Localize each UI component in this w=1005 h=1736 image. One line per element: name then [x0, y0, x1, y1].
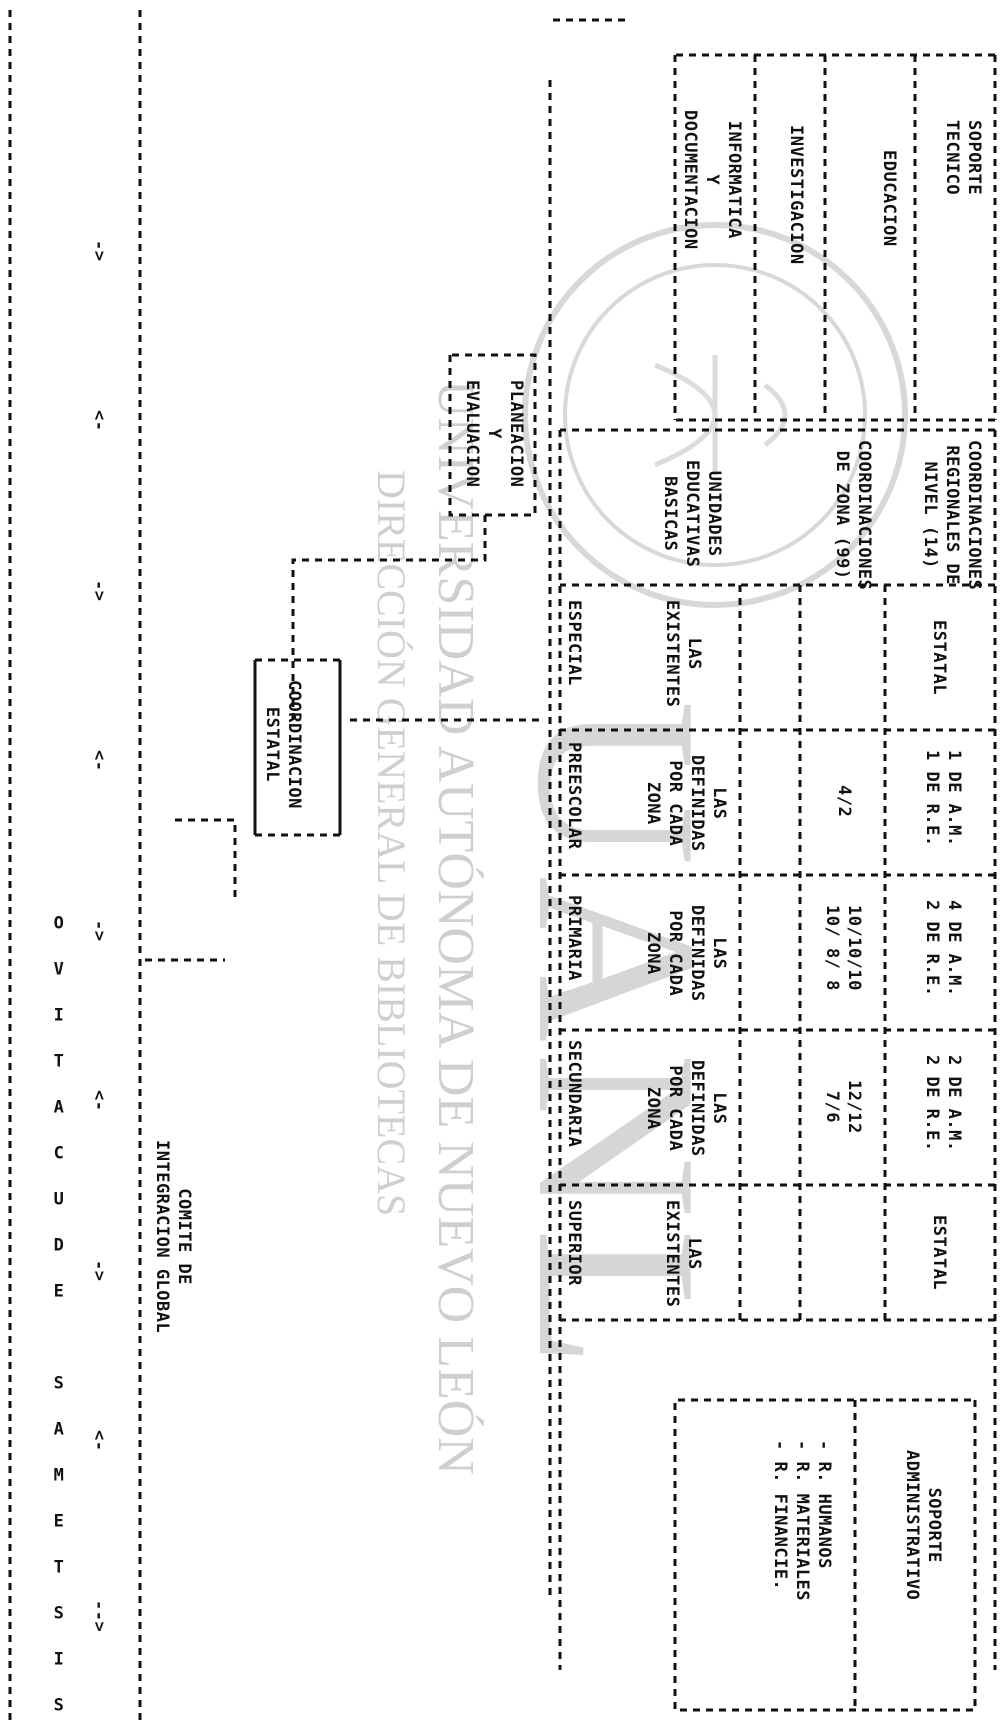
level-superior: SUPERIOR: [564, 1200, 584, 1286]
vertical-letter: A: [53, 1097, 65, 1118]
row-label-regional: COORDINACIONES REGIONALES DE NIVEL (14): [920, 440, 984, 591]
vertical-letter: C: [53, 1143, 65, 1164]
vertical-letter: I: [53, 1005, 65, 1026]
vertical-letter: S: [53, 1603, 65, 1624]
level-secundaria: SECUNDARIA: [564, 1040, 584, 1148]
area-informatics: INFORMATICA Y DOCUMENTACION: [680, 110, 744, 250]
vertical-letter: I: [53, 1649, 65, 1670]
vertical-letter: E: [53, 1511, 65, 1532]
cell-zone-preescolar: 4/2: [834, 785, 854, 818]
cell-regional-primaria: 4 DE A.M. 2 DE R.E.: [922, 900, 964, 997]
vertical-letter: V: [53, 959, 65, 980]
cell-regional-especial: ESTATAL: [929, 620, 949, 696]
spine-arrow: <-: [89, 1430, 109, 1452]
level-primaria: PRIMARIA: [564, 895, 584, 981]
spine-arrow: <-: [89, 750, 109, 772]
vertical-letter: E: [53, 1281, 65, 1302]
vertical-letter: M: [53, 1465, 65, 1486]
cell-units-superior: LAS EXISTENTES: [662, 1200, 704, 1308]
cell-regional-secundaria: 2 DE A.M. 2 DE R.E.: [922, 1055, 964, 1152]
spine-arrow: ->: [89, 580, 109, 602]
cell-zone-primaria: 10/10/10 10/ 8/ 8: [822, 905, 864, 991]
spine-arrow: ->: [89, 1260, 109, 1282]
state-coordination-node: COORDINACION ESTATAL: [262, 680, 304, 809]
planning-node: PLANEACION Y EVALUACION: [462, 380, 526, 488]
row-label-units: UNIDADES EDUCATIVAS BASICAS: [660, 460, 724, 568]
vertical-letter: D: [53, 1235, 65, 1256]
vertical-letter: O: [53, 913, 65, 934]
cell-regional-superior: ESTATAL: [929, 1215, 949, 1291]
technical-support-title: SOPORTE TECNICO: [942, 120, 984, 196]
vertical-letter: A: [53, 1419, 65, 1440]
spine-arrow: <-: [89, 410, 109, 432]
spine-arrow: -->: [89, 1600, 109, 1633]
cell-regional-preescolar: 1 DE A.M. 1 DE R.E.: [922, 750, 964, 847]
vertical-letter: T: [53, 1557, 65, 1578]
level-preescolar: PREESCOLAR: [564, 742, 584, 850]
cell-units-preescolar: LAS DEFINIDAS POR CADA ZONA: [643, 755, 729, 852]
university-seal-watermark: [522, 222, 908, 608]
cell-units-especial: LAS EXISTENTES: [662, 600, 704, 708]
area-research: INVESTIGACION: [786, 125, 806, 265]
spine-arrow: ->: [89, 240, 109, 262]
cell-units-secundaria: LAS DEFINIDAS POR CADA ZONA: [643, 1060, 729, 1157]
vertical-letter: T: [53, 1051, 65, 1072]
vertical-letter: S: [53, 1373, 65, 1394]
row-label-zone: COORDINACIONES DE ZONA (99): [832, 440, 874, 591]
spine-arrow: ->: [89, 920, 109, 942]
vertical-letter: U: [53, 1189, 65, 1210]
admin-support-items: - R. HUMANOS - R. MATERIALES - R. FINANC…: [770, 1440, 834, 1602]
area-education: EDUCACION: [879, 150, 899, 247]
cell-units-primaria: LAS DEFINIDAS POR CADA ZONA: [643, 905, 729, 1002]
level-especial: ESPECIAL: [564, 600, 584, 686]
vertical-letter: S: [53, 1695, 65, 1716]
spine-arrow: <-: [89, 1090, 109, 1112]
cell-zone-secundaria: 12/12 7/6: [822, 1080, 864, 1134]
admin-support-title: SOPORTE ADMINISTRATIVO: [902, 1450, 944, 1601]
committee-node: COMITE DE INTEGRACION GLOBAL: [152, 1140, 194, 1334]
